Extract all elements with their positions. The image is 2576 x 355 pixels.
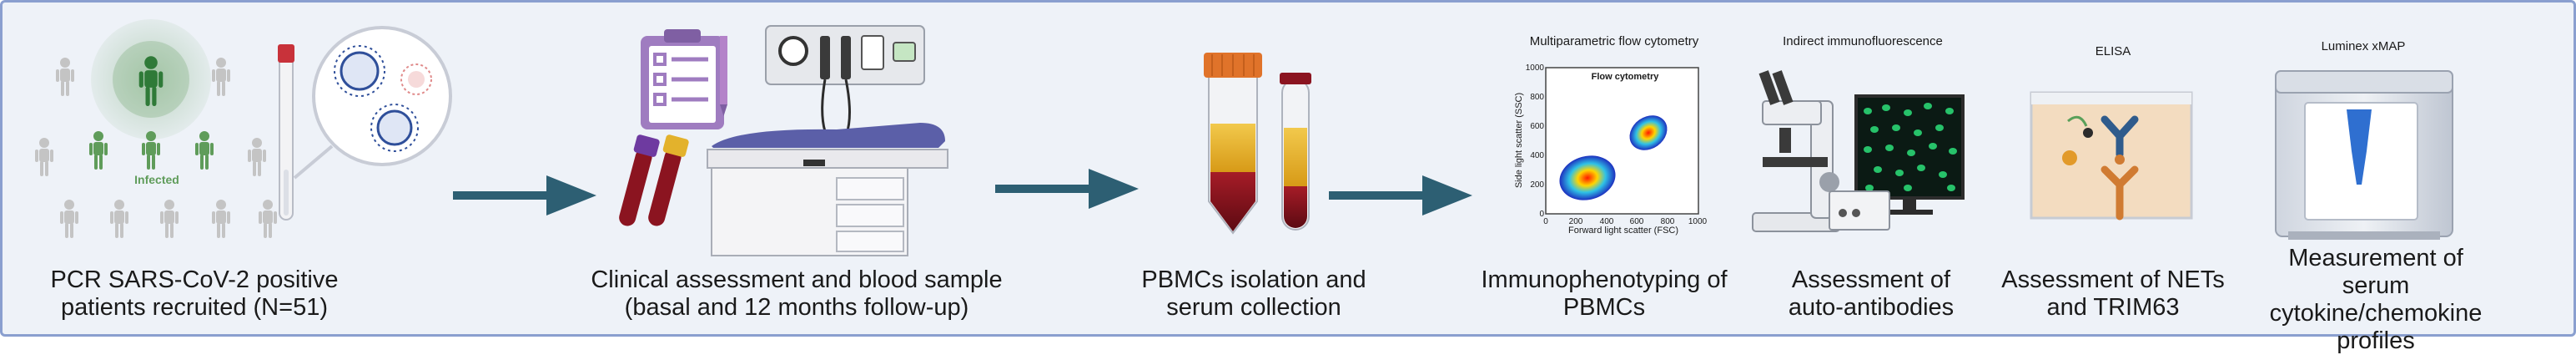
clipboard-icon	[641, 29, 727, 129]
x-tick: 400	[1599, 217, 1614, 226]
step6-method-label: ELISA	[2095, 44, 2131, 58]
step5-caption: Assessment of auto-antibodies	[1763, 266, 1980, 322]
step2-caption-line2: (basal and 12 months follow-up)	[624, 294, 969, 321]
step1-caption: PCR SARS-CoV-2 positive patients recruit…	[19, 266, 370, 322]
x-tick: 0	[1543, 217, 1548, 226]
x-tick: 600	[1629, 217, 1644, 226]
monitor-icon	[1854, 94, 1965, 215]
pbmc-serum-tubes-illustration	[1204, 53, 1311, 235]
y-tick: 400	[1530, 151, 1544, 160]
step5-caption-line2: auto-antibodies	[1788, 294, 1955, 321]
y-tick: 1000	[1525, 63, 1544, 73]
flow-arrows	[453, 169, 1472, 216]
x-tick: 1000	[1688, 217, 1708, 226]
falcon-tube-icon	[1204, 53, 1262, 235]
y-tick: 0	[1539, 210, 1544, 219]
step2-caption: Clinical assessment and blood sample (ba…	[563, 266, 1030, 322]
step7-caption: Measurement of serum cytokine/chemokine …	[2255, 245, 2497, 355]
figure-artwork	[35, 19, 2453, 256]
antibody-icon	[2101, 115, 2139, 221]
arrow-2	[995, 169, 1139, 209]
step2-caption-line1: Clinical assessment and blood sample	[591, 266, 1003, 293]
step6-caption: Assessment of NETs and TRIM63	[2000, 266, 2226, 322]
microscope-icon	[1752, 70, 1840, 232]
x-tick: 200	[1568, 217, 1583, 226]
step7-caption-line1: Measurement of serum	[2288, 245, 2463, 299]
elisa-well	[2030, 91, 2193, 220]
wall-diagnostic-set-icon	[765, 25, 925, 148]
step4-caption: Immunophenotyping of PBMCs	[1471, 266, 1738, 322]
step6-caption-line1: Assessment of NETs	[2001, 266, 2225, 293]
y-tick: 200	[1530, 180, 1544, 190]
immunofluorescence-illustration	[1752, 70, 1965, 232]
cell-populations	[1559, 115, 1668, 200]
antigen-icon	[2062, 115, 2093, 165]
step5-method-label: Indirect immunofluorescence	[1783, 34, 1943, 48]
examination-bed-icon	[707, 123, 948, 256]
flow-plot-title: Flow cytometry	[1591, 72, 1659, 82]
step3-caption: PBMCs isolation and serum collection	[1129, 266, 1379, 322]
infected-label: Infected	[134, 173, 179, 186]
x-tick: 800	[1660, 217, 1675, 226]
y-tick: 600	[1530, 122, 1544, 131]
step5-caption-line1: Assessment of	[1791, 266, 1951, 293]
step3-caption-line1: PBMCs isolation and	[1141, 266, 1366, 293]
step4-method-label: Multiparametric flow cytometry	[1529, 34, 1699, 48]
step1-caption-line2: patients recruited (N=51)	[61, 294, 328, 321]
step7-method-label: Luminex xMAP	[2321, 39, 2406, 53]
virus-magnifier-icon	[293, 26, 452, 180]
blood-collection-tubes-icon	[619, 134, 689, 226]
y-tick: 800	[1530, 93, 1544, 102]
infected-people-icons	[89, 131, 214, 170]
step4-caption-line1: Immunophenotyping of	[1481, 266, 1728, 293]
arrow-1	[453, 175, 596, 216]
light-source-box-icon	[1829, 190, 1890, 231]
step4-caption-line2: PBMCs	[1562, 294, 1646, 321]
sample-cuvette-icon	[2347, 109, 2372, 185]
luminex-instrument-illustration	[2275, 70, 2453, 240]
step7-caption-line2: cytokine/chemokine	[2269, 300, 2483, 327]
arrow-3	[1329, 175, 1472, 216]
flow-plot-xlabel: Forward light scatter (FSC)	[1567, 226, 1679, 236]
step7-caption-line3: profiles	[2337, 327, 2415, 354]
step1-caption-line1: PCR SARS-CoV-2 positive	[50, 266, 339, 293]
elisa-well-illustration	[2030, 91, 2193, 221]
pcr-swab-tube-icon	[278, 44, 294, 221]
serum-tube-icon	[1280, 73, 1311, 231]
step3-caption-line2: serum collection	[1166, 294, 1341, 321]
patients-illustration	[35, 19, 452, 238]
clinical-assessment-illustration	[619, 25, 948, 256]
flow-cytometry-plot	[1545, 67, 1699, 215]
step6-caption-line2: and TRIM63	[2046, 294, 2180, 321]
